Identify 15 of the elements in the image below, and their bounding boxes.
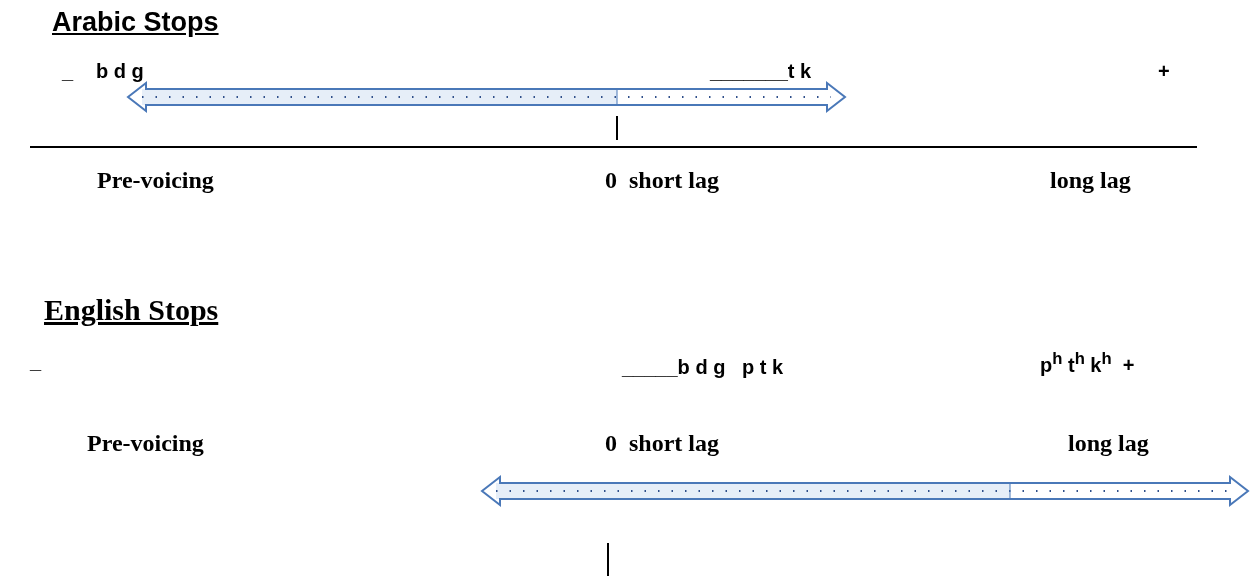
heading: English Stops xyxy=(44,293,219,326)
phoneme-label: _______t k xyxy=(710,60,812,82)
plus-sign: + xyxy=(1158,60,1170,82)
minus-sign: _ xyxy=(30,350,42,372)
axis-label: Pre-voicing xyxy=(87,430,204,457)
axis-label: long lag xyxy=(1050,167,1131,194)
phoneme-label: _____b d g p t k xyxy=(622,356,784,378)
axis-label: 0 short lag xyxy=(605,430,719,457)
axis-label: long lag xyxy=(1068,430,1149,457)
phoneme-label: p$^{h}$ t$^{h}$ k$^{h}$ + xyxy=(1040,350,1135,376)
heading: Arabic Stops xyxy=(52,8,219,38)
axis-label: 0 short lag xyxy=(605,167,719,194)
phoneme-label: b d g xyxy=(96,60,144,82)
axis-label: Pre-voicing xyxy=(97,167,214,194)
minus-sign: _ xyxy=(62,60,74,82)
